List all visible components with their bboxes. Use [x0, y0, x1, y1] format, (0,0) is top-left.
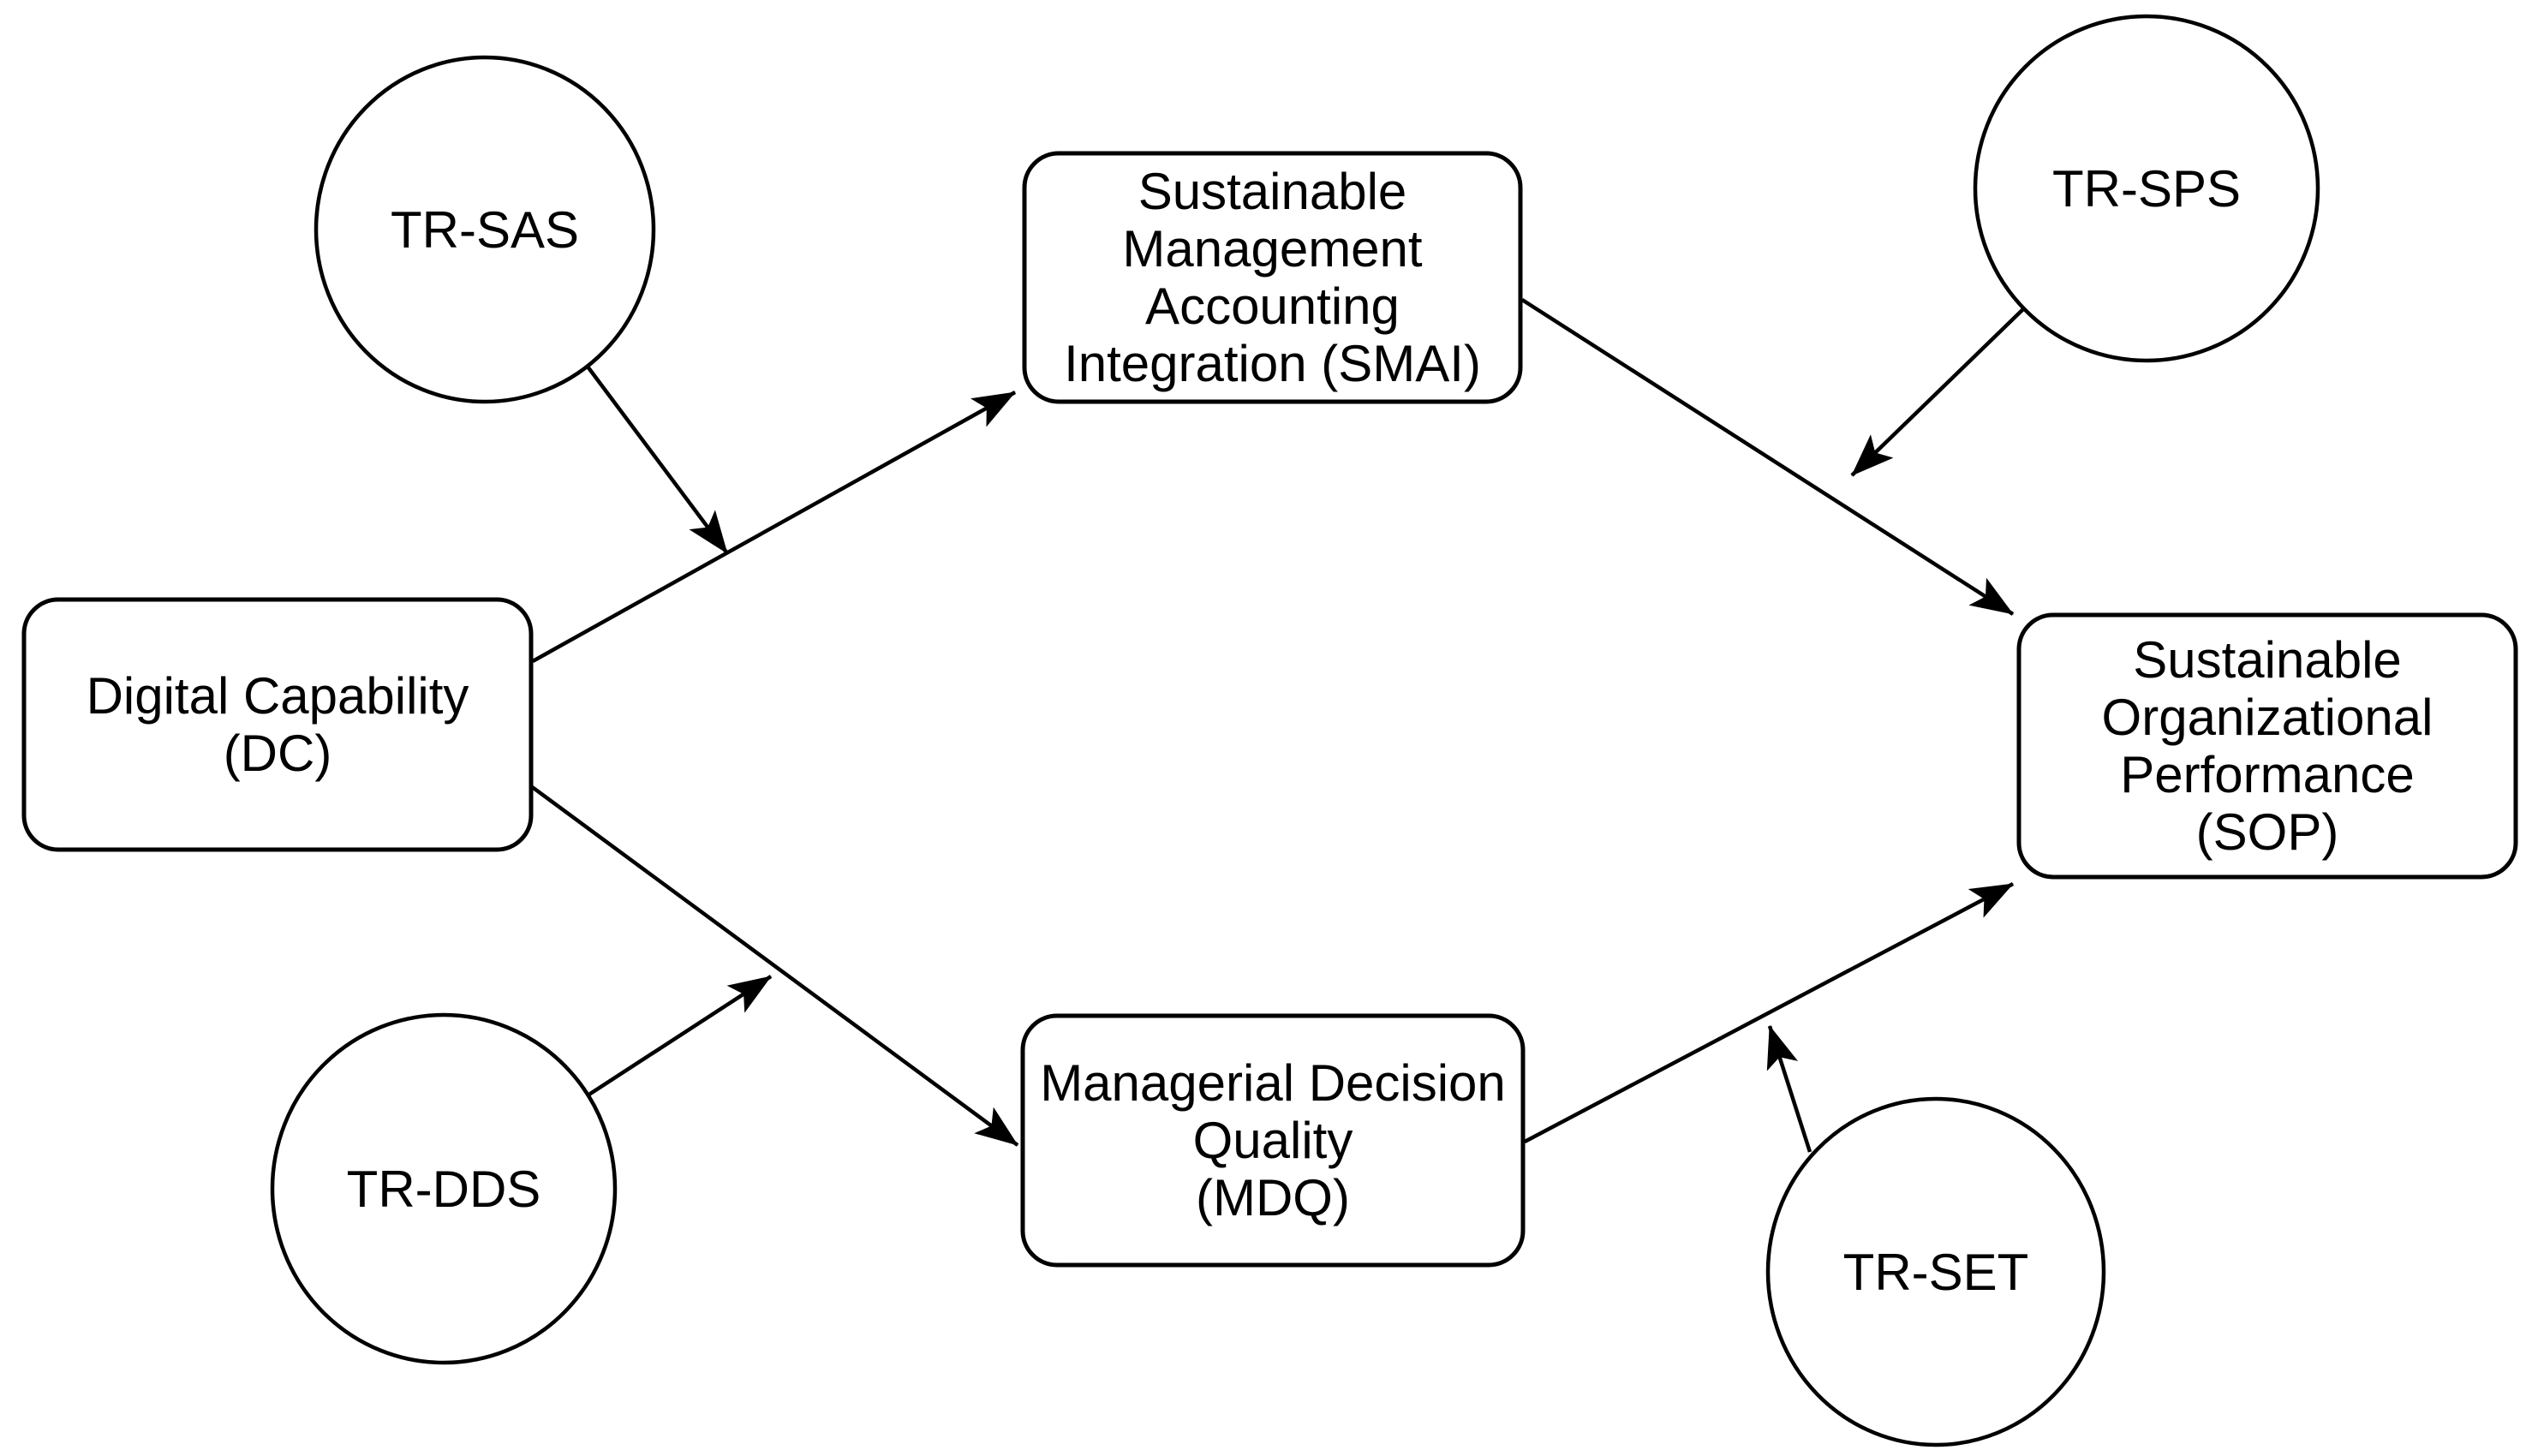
edge-tr-set-moderation-arrow: [1766, 1025, 1812, 1153]
node-sop-box: [2016, 612, 2518, 880]
edge-tr-dds-moderation-arrow: [586, 975, 773, 1097]
node-mdq-label: Managerial Decision Quality (MDQ): [1040, 1054, 1506, 1226]
node-tr-set-ellipse: [1765, 1096, 2106, 1447]
node-smai-box: [1022, 151, 1523, 404]
node-tr-set-label: TR-SET: [1842, 1243, 2029, 1301]
edge-smai-sop-arrow: [1520, 298, 2015, 616]
edge-dc-mdq-arrow: [529, 785, 1019, 1147]
node-tr-sps-ellipse: [1973, 14, 2320, 363]
node-tr-dds-label: TR-DDS: [346, 1160, 541, 1218]
node-mdq-box: [1020, 1013, 1526, 1268]
edge-tr-sps-moderation-arrow: [1850, 307, 2026, 477]
edge-tr-sas-moderation-arrow: [586, 365, 729, 555]
node-tr-dds-ellipse: [270, 1012, 618, 1365]
node-tr-sas-label: TR-SAS: [390, 200, 580, 259]
node-sop-label: Sustainable Organizational Performance (…: [2101, 631, 2433, 861]
edge-dc-smai-arrow: [531, 391, 1017, 663]
node-tr-sps-label: TR-SPS: [2051, 159, 2242, 218]
edge-mdq-sop-arrow: [1523, 882, 2015, 1143]
node-smai-label: Sustainable Management Accounting Integr…: [1064, 163, 1481, 392]
node-tr-sas-ellipse: [314, 55, 656, 404]
node-dc-box: [21, 597, 534, 852]
node-dc-label: Digital Capability (DC): [86, 667, 469, 782]
